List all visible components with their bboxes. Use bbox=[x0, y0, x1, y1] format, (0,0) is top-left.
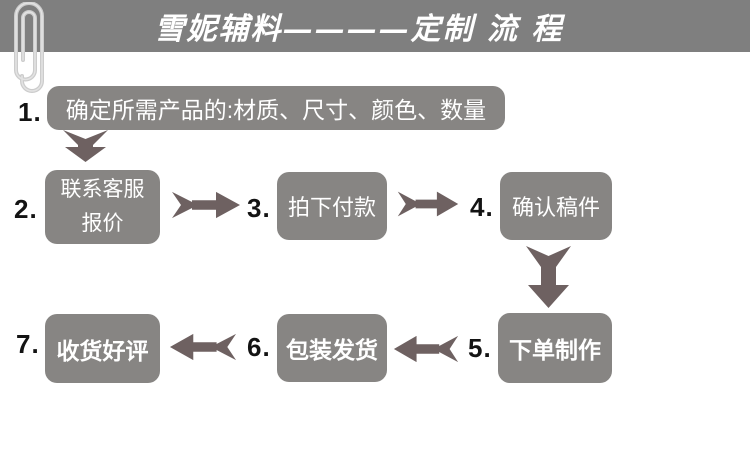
step-label-5: 下单制作 bbox=[509, 337, 601, 363]
arrow-down-icon bbox=[63, 130, 108, 162]
arrow-down-long-icon bbox=[526, 246, 571, 308]
step-box-3: 拍下付款 bbox=[277, 172, 387, 240]
step-box-6: 包装发货 bbox=[277, 314, 387, 382]
step-number-2: 2. bbox=[14, 194, 38, 224]
step-label-2-line1: 联系客服 bbox=[60, 178, 145, 202]
step-box-2: 联系客服 报价 bbox=[45, 170, 160, 244]
step-number-5: 5. bbox=[468, 333, 492, 363]
step-label-2-line2: 报价 bbox=[81, 212, 124, 235]
step-box-5: 下单制作 bbox=[498, 313, 612, 383]
step-label-7: 收货好评 bbox=[56, 337, 149, 364]
step-box-7: 收货好评 bbox=[45, 314, 160, 383]
arrow-left-double-icon bbox=[168, 331, 238, 363]
step-number-4: 4. bbox=[470, 192, 494, 222]
step-number-7: 7. bbox=[16, 329, 40, 359]
step-number-3: 3. bbox=[247, 193, 271, 223]
arrow-left-double-icon bbox=[392, 333, 460, 365]
page-title: 雪妮辅料————定制 流 程 bbox=[154, 12, 564, 47]
banner: 雪妮辅料————定制 流 程 bbox=[0, 0, 750, 52]
step-label-1: 确定所需产品的:材质、尺寸、颜色、数量 bbox=[65, 97, 487, 123]
step-number-1: 1. bbox=[18, 97, 42, 127]
arrow-right-double-icon bbox=[170, 189, 242, 221]
step-box-1: 确定所需产品的:材质、尺寸、颜色、数量 bbox=[47, 86, 505, 130]
step-label-6: 包装发货 bbox=[286, 337, 378, 363]
step-number-6: 6. bbox=[247, 332, 271, 362]
arrow-right-double-icon bbox=[396, 189, 460, 219]
step-box-4: 确认稿件 bbox=[500, 172, 612, 240]
paperclip-icon bbox=[14, 2, 44, 93]
step-label-4: 确认稿件 bbox=[511, 195, 600, 220]
step-label-3: 拍下付款 bbox=[287, 195, 376, 220]
